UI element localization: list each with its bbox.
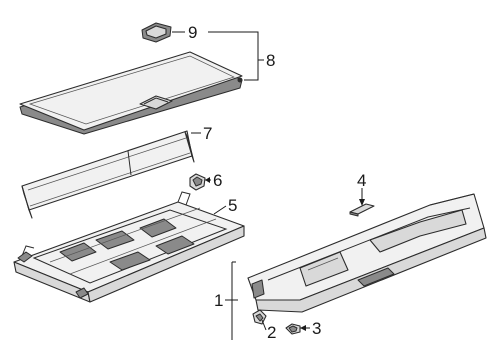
callout-8: 8 [266, 51, 275, 70]
callout-5: 5 [228, 196, 237, 215]
callout-labels: 9 8 7 6 5 4 1 2 3 [188, 23, 366, 342]
part-8-load-floor [19, 51, 243, 135]
part-7-trim-panel [21, 130, 195, 219]
part-2-clip [252, 309, 267, 325]
part-9-clip [141, 22, 172, 43]
callout-1: 1 [214, 291, 223, 310]
callout-3: 3 [312, 319, 321, 338]
callout-4: 4 [357, 171, 366, 190]
part-3-fastener [285, 323, 301, 335]
part-1-closeout-panel [247, 193, 487, 313]
part-6-fastener [189, 173, 206, 191]
callout-2: 2 [267, 323, 276, 342]
callout-9: 9 [188, 23, 197, 42]
leader-lines [172, 31, 365, 340]
callout-7: 7 [203, 124, 212, 143]
part-5-storage-tray [13, 191, 245, 303]
part-4-bracket [349, 203, 375, 217]
callout-6: 6 [213, 171, 222, 190]
